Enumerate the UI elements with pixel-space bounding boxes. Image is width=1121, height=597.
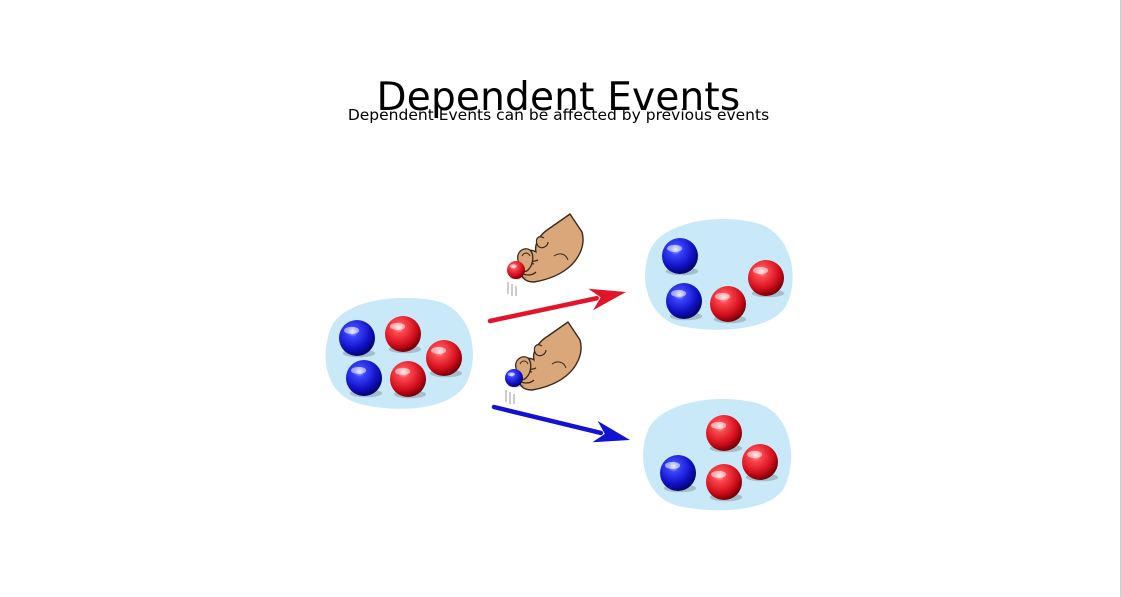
blue-marble (662, 238, 699, 276)
result-bag-2-marbles (660, 415, 779, 502)
red-marble (742, 444, 779, 482)
red-marble (426, 340, 463, 378)
red-marble (710, 286, 747, 324)
hand-holding-marble-icon (507, 213, 584, 296)
start-bag-marbles (339, 316, 463, 399)
result-bag-2 (643, 399, 792, 511)
red-marble (390, 361, 427, 399)
red-marble (706, 415, 743, 453)
blue-marble (346, 360, 383, 398)
red-marble (385, 316, 422, 354)
blue-marble (660, 455, 697, 493)
result-bag-1-marbles (662, 238, 785, 324)
page-subtitle: Dependent Events can be affected by prev… (347, 106, 770, 124)
red-marble (748, 260, 785, 298)
blue-marble (339, 320, 376, 358)
hand-holding-marble-icon (505, 321, 582, 404)
branch-red-draw (487, 213, 793, 330)
red-marble (507, 261, 527, 280)
page-title: Dependent Events (376, 75, 741, 121)
arrow-right-icon (487, 288, 626, 324)
blue-marble (505, 369, 525, 388)
arrow-right-icon (491, 404, 630, 443)
blue-marble (666, 283, 703, 321)
start-bag (325, 297, 473, 409)
branch-blue-draw (491, 321, 792, 511)
result-bag-1 (645, 219, 793, 330)
red-marble (706, 464, 743, 502)
